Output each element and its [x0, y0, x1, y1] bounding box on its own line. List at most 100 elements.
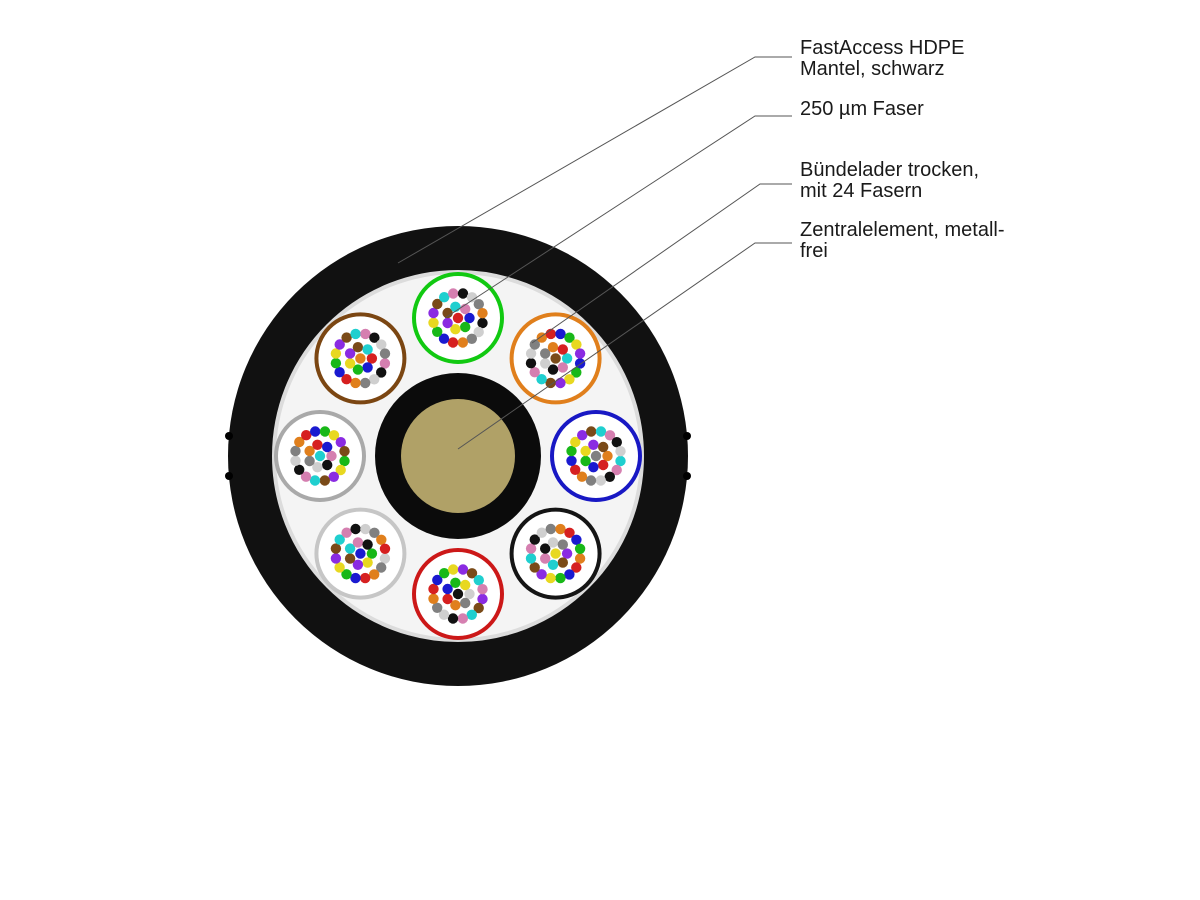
fiber — [452, 312, 464, 324]
fiber — [557, 557, 568, 568]
loose-tube-white — [314, 507, 407, 600]
fiber — [352, 537, 364, 548]
fiber — [326, 450, 337, 462]
fiber — [438, 609, 450, 620]
fiber — [360, 523, 371, 535]
fiber — [439, 292, 450, 303]
fiber — [555, 377, 566, 389]
fiber — [335, 464, 346, 476]
fiber — [473, 299, 484, 310]
fiber — [319, 426, 331, 437]
loose-tube-brown — [314, 312, 407, 405]
fiber — [525, 543, 537, 554]
fiber — [339, 455, 350, 467]
fiber — [322, 441, 333, 453]
fiber — [344, 543, 356, 554]
fiber — [428, 593, 439, 604]
fiber — [341, 374, 352, 385]
fiber — [362, 539, 373, 550]
fiber — [334, 534, 345, 545]
fiber — [545, 377, 556, 389]
fiber — [595, 475, 606, 486]
fiber — [376, 534, 387, 545]
fiber — [355, 353, 366, 364]
fiber — [300, 471, 312, 482]
fiber — [294, 436, 305, 448]
fiber — [576, 471, 588, 482]
fiber — [529, 339, 540, 350]
fiber — [376, 562, 387, 573]
fiber — [588, 439, 599, 450]
fiber — [344, 553, 356, 564]
fiber — [525, 348, 537, 359]
fiber — [580, 455, 591, 467]
loose-tube-grey — [274, 410, 366, 502]
fiber — [428, 583, 439, 595]
fiber — [540, 543, 551, 554]
fiber — [550, 548, 561, 559]
fiber — [379, 348, 391, 359]
callout-jacket: FastAccess HDPE Mantel, schwarz — [800, 38, 964, 80]
fiber — [536, 374, 547, 385]
fiber — [341, 527, 352, 538]
fiber — [571, 339, 582, 350]
fiber — [330, 553, 342, 564]
fiber — [432, 574, 443, 586]
fiber — [580, 445, 591, 457]
fiber — [536, 527, 547, 538]
fiber — [464, 312, 475, 324]
fiber — [570, 464, 581, 475]
fiber — [564, 569, 575, 580]
fiber — [442, 317, 453, 329]
fiber — [571, 534, 582, 545]
fiber — [536, 569, 547, 580]
fiber — [477, 584, 488, 595]
fiber — [577, 430, 588, 441]
fiber — [366, 548, 378, 559]
fiber — [344, 348, 356, 359]
fiber — [574, 348, 586, 359]
fiber — [529, 562, 540, 573]
fiber — [473, 575, 484, 586]
fiber — [477, 593, 488, 605]
fiber — [540, 348, 551, 359]
fiber — [555, 523, 566, 535]
fiber — [448, 564, 459, 575]
fiber — [615, 455, 626, 467]
fiber — [330, 358, 342, 369]
fiber — [586, 426, 597, 437]
callout-core: Zentralelement, metall- frei — [800, 220, 1005, 262]
fiber — [477, 308, 488, 319]
leader-line-fiber — [444, 115, 792, 319]
fiber — [294, 464, 305, 475]
fiber — [350, 572, 361, 584]
leader-line-tube — [531, 183, 792, 344]
fiber — [376, 339, 387, 350]
fiber — [561, 548, 573, 559]
fiber — [574, 543, 586, 554]
fiber — [428, 307, 439, 319]
fiber — [379, 543, 391, 554]
loose-tube-black — [509, 507, 602, 600]
fiber — [304, 445, 315, 457]
fiber — [322, 459, 333, 471]
jacket-ripcord-left-top — [225, 432, 233, 440]
fiber — [547, 559, 559, 570]
fiber — [460, 321, 471, 333]
fiber — [564, 527, 575, 538]
fiber — [561, 353, 573, 364]
jacket-ripcord-left-bottom — [225, 472, 233, 480]
fiber — [464, 588, 475, 600]
fiber — [350, 328, 361, 340]
jacket-ripcord-right-top — [683, 432, 691, 440]
fiber — [330, 543, 342, 554]
fiber — [466, 568, 478, 579]
loose-tube-orange — [509, 312, 602, 405]
fiber — [564, 374, 575, 385]
fiber — [466, 333, 477, 344]
fiber — [360, 328, 371, 340]
fiber — [457, 613, 468, 624]
central-strength-member — [401, 399, 515, 513]
fiber — [355, 548, 366, 559]
